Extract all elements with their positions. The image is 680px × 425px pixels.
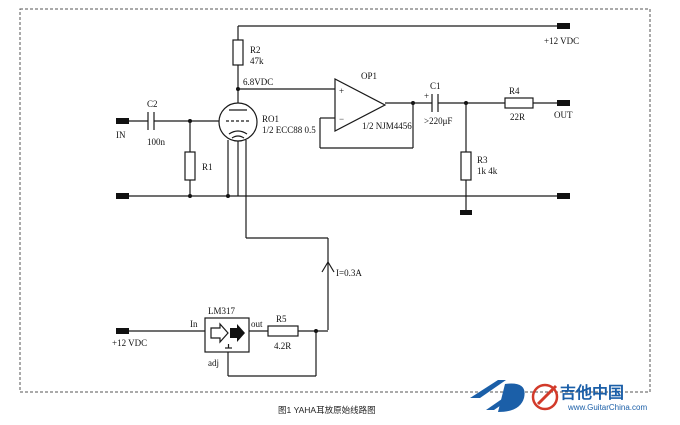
tube-name: RO1 (262, 114, 279, 124)
opamp-op1: + − OP1 1/2 NJM4456 (319, 71, 415, 149)
r4-value: 22R (510, 112, 525, 122)
r3-value: 1k 4k (477, 166, 498, 176)
current-label: I=0.3A (336, 268, 362, 278)
tube-ro1: RO1 1/2 ECC88 0.5 (218, 102, 316, 238)
resistor-r3: R3 1k 4k (460, 103, 498, 215)
tube-part: 1/2 ECC88 0.5 (262, 125, 316, 135)
reg-out-label: out (251, 319, 263, 329)
r2-value: 47k (250, 56, 264, 66)
r5-name: R5 (276, 314, 287, 324)
c1-value: >220μF (424, 116, 452, 126)
current-path: I=0.3A (246, 237, 362, 330)
r2-name: R2 (250, 45, 261, 55)
op1-name: OP1 (361, 71, 377, 81)
c1-plus-sign: + (424, 91, 429, 101)
opamp-minus-sign: − (339, 114, 344, 124)
watermark-url: www.GuitarChina.com (567, 403, 647, 412)
c2-name: C2 (147, 99, 158, 109)
ground-rail (116, 193, 570, 199)
reg-adj-label: adj (208, 358, 219, 368)
resistor-r2: R2 47k 6.8VDC (232, 26, 273, 108)
node-voltage-label: 6.8VDC (243, 77, 273, 87)
resistor-r1: R1 (184, 121, 213, 198)
watermark-logo: 吉他中国 www.GuitarChina.com (470, 380, 647, 412)
r1-name: R1 (202, 162, 213, 172)
dashed-frame (19, 8, 651, 393)
watermark-brand: 吉他中国 (560, 383, 624, 402)
resistor-r4: R4 22R OUT (504, 86, 573, 122)
reg-in-label: In (190, 319, 198, 329)
c1-name: C1 (430, 81, 441, 91)
vcc-top-label: +12 VDC (544, 36, 579, 46)
vcc-bottom-label: +12 VDC (112, 338, 147, 348)
op1-part: 1/2 NJM4456 (362, 121, 412, 131)
r3-name: R3 (477, 155, 488, 165)
r4-name: R4 (509, 86, 520, 96)
resistor-r5: R5 4.2R (249, 314, 328, 376)
regulator-lm317: +12 VDC LM317 In out adj (112, 306, 316, 377)
top-supply-rail: +12 VDC (238, 23, 579, 46)
input-section: IN C2 100n (116, 99, 224, 147)
c2-value: 100n (147, 137, 166, 147)
r5-value: 4.2R (274, 341, 291, 351)
reg-name: LM317 (208, 306, 236, 316)
opamp-plus-sign: + (339, 86, 344, 96)
in-label: IN (116, 130, 126, 140)
out-label: OUT (554, 110, 573, 120)
figure-caption: 图1 YAHA耳放原始线路图 (278, 405, 376, 415)
